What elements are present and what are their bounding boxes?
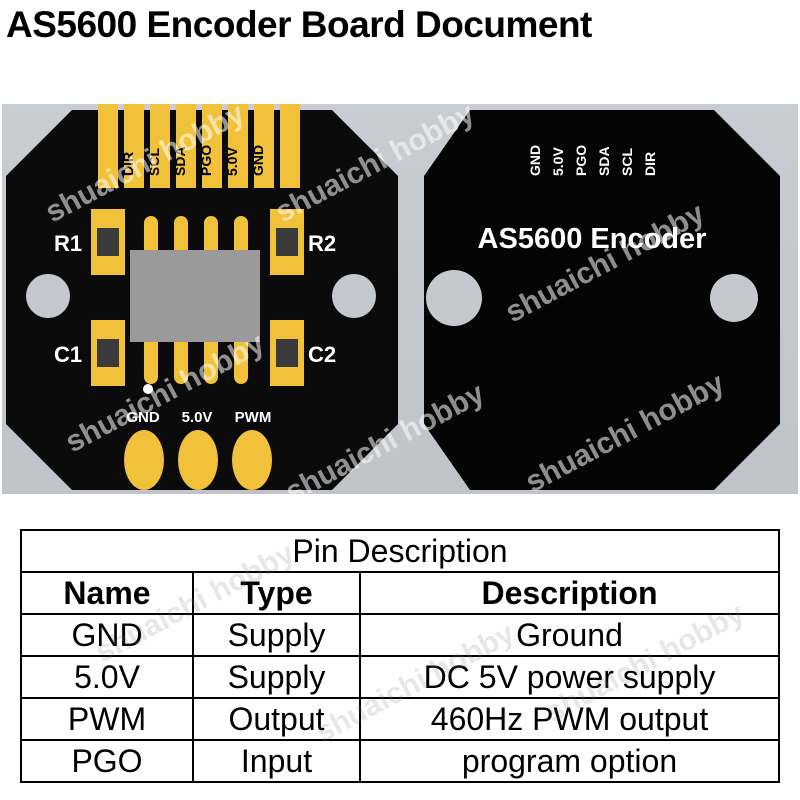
cell-name: 5.0V [20,655,194,699]
pad-label-scl: SCL [146,148,162,176]
column-header-description: Description [359,571,780,615]
mount-hole-left-front [26,274,70,318]
cell-name: PGO [20,739,194,783]
cell-type: Input [192,739,361,783]
label-c2: C2 [308,342,336,367]
back-label-gnd: GND [527,145,543,176]
back-label-dir: DIR [642,152,658,176]
mount-hole-right-back [710,274,758,322]
cell-type: Supply [192,655,361,699]
pad-label-dir: DIR [120,152,136,176]
board-illustration: DIR SCL SDA PGO 5.0V GND [6,104,780,490]
chip-leads [144,216,248,384]
back-board: GND 5.0V PGO SDA SCL DIR AS5600 Encoder [424,110,780,490]
table-caption-row: Pin Description [20,529,780,573]
back-board-outline [424,110,780,490]
pad-label-sda: SDA [172,146,188,176]
resistor-r1 [91,209,125,275]
column-header-name: Name [20,571,194,615]
table-row: PWM Output 460Hz PWM output [20,697,780,741]
back-label-pgo: PGO [573,145,589,176]
bottom-pad-label-pwm: PWM [235,409,272,426]
label-r1: R1 [54,231,82,256]
column-header-type: Type [192,571,361,615]
front-board: DIR SCL SDA PGO 5.0V GND [6,104,398,490]
pad-label-gnd: GND [250,145,266,176]
capacitor-c1 [91,320,125,386]
pin1-marker [143,384,153,394]
pad-label-5v: 5.0V [224,147,240,176]
cell-name: PWM [20,697,194,741]
back-label-scl: SCL [619,148,635,176]
table-caption: Pin Description [20,529,780,573]
mount-hole-right-front [332,274,376,318]
cell-type: Supply [192,613,361,657]
cell-description: program option [359,739,780,783]
pad-label-pgo: PGO [198,145,214,176]
capacitor-c2 [270,320,304,386]
back-board-title: AS5600 Encoder [478,223,707,255]
table-row: PGO Input program option [20,739,780,783]
as5600-chip [130,250,260,342]
table-row: GND Supply Ground [20,613,780,657]
cell-type: Output [192,697,361,741]
cell-description: DC 5V power supply [359,655,780,699]
label-c1: C1 [54,342,82,367]
cell-description: Ground [359,613,780,657]
bottom-pads [124,430,272,490]
pin-description-table: Pin Description Name Type Description GN… [20,529,780,783]
top-edge-pads [98,104,300,188]
back-label-5v: 5.0V [550,147,566,176]
cell-name: GND [20,613,194,657]
bottom-pad-label-5v: 5.0V [182,409,213,426]
table-row: 5.0V Supply DC 5V power supply [20,655,780,699]
board-photo: DIR SCL SDA PGO 5.0V GND [2,104,798,494]
page-title: AS5600 Encoder Board Document [6,4,592,45]
back-label-sda: SDA [596,146,612,176]
mount-hole-left-back [426,270,482,326]
cell-description: 460Hz PWM output [359,697,780,741]
resistor-r2 [270,209,304,275]
bottom-pad-label-gnd: GND [126,409,160,426]
label-r2: R2 [308,231,336,256]
table-header-row: Name Type Description [20,571,780,615]
